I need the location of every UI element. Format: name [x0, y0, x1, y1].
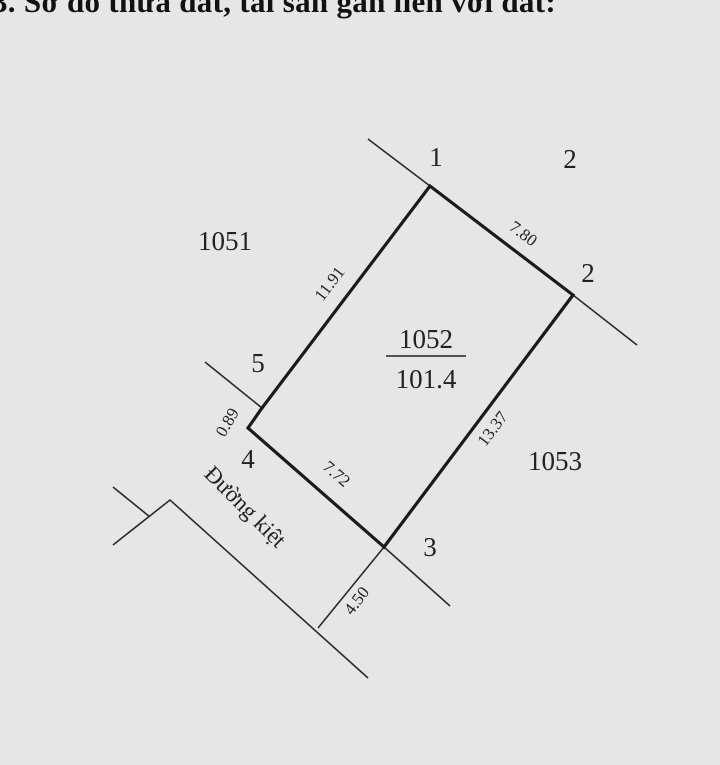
extension-line-3 — [383, 546, 451, 607]
road-edge — [112, 498, 369, 679]
vertex-5: 5 — [251, 348, 265, 378]
extension-line-2 — [572, 294, 638, 346]
vertex-1: 1 — [429, 142, 443, 172]
edge-length-3-4: 7.72 — [319, 457, 354, 491]
edge-length-5-1: 11.91 — [311, 263, 349, 304]
parcel-area: 101.4 — [396, 364, 457, 394]
neighbor-1053: 1053 — [528, 446, 582, 476]
parcel-number: 1052 — [399, 324, 453, 354]
extension-line-5 — [204, 361, 263, 409]
road-edge-tick — [112, 486, 151, 518]
extension-line-1 — [367, 138, 431, 187]
neighbor-2: 2 — [563, 144, 577, 174]
vertex-4: 4 — [241, 444, 255, 474]
edge-length-1-2: 7.80 — [506, 217, 541, 250]
road-width-dimension — [317, 546, 385, 629]
vertex-3: 3 — [423, 532, 437, 562]
vertex-2: 2 — [581, 258, 595, 288]
edge-length-2-3: 13.37 — [474, 407, 512, 449]
neighbor-1051: 1051 — [198, 226, 252, 256]
section-title: 3. Sơ đồ thửa đất, tài sản gắn liền với … — [0, 0, 556, 19]
parcel-boundary — [245, 183, 576, 550]
road-width: 4.50 — [340, 583, 373, 618]
edge-length-4-5: 0.89 — [212, 405, 243, 440]
